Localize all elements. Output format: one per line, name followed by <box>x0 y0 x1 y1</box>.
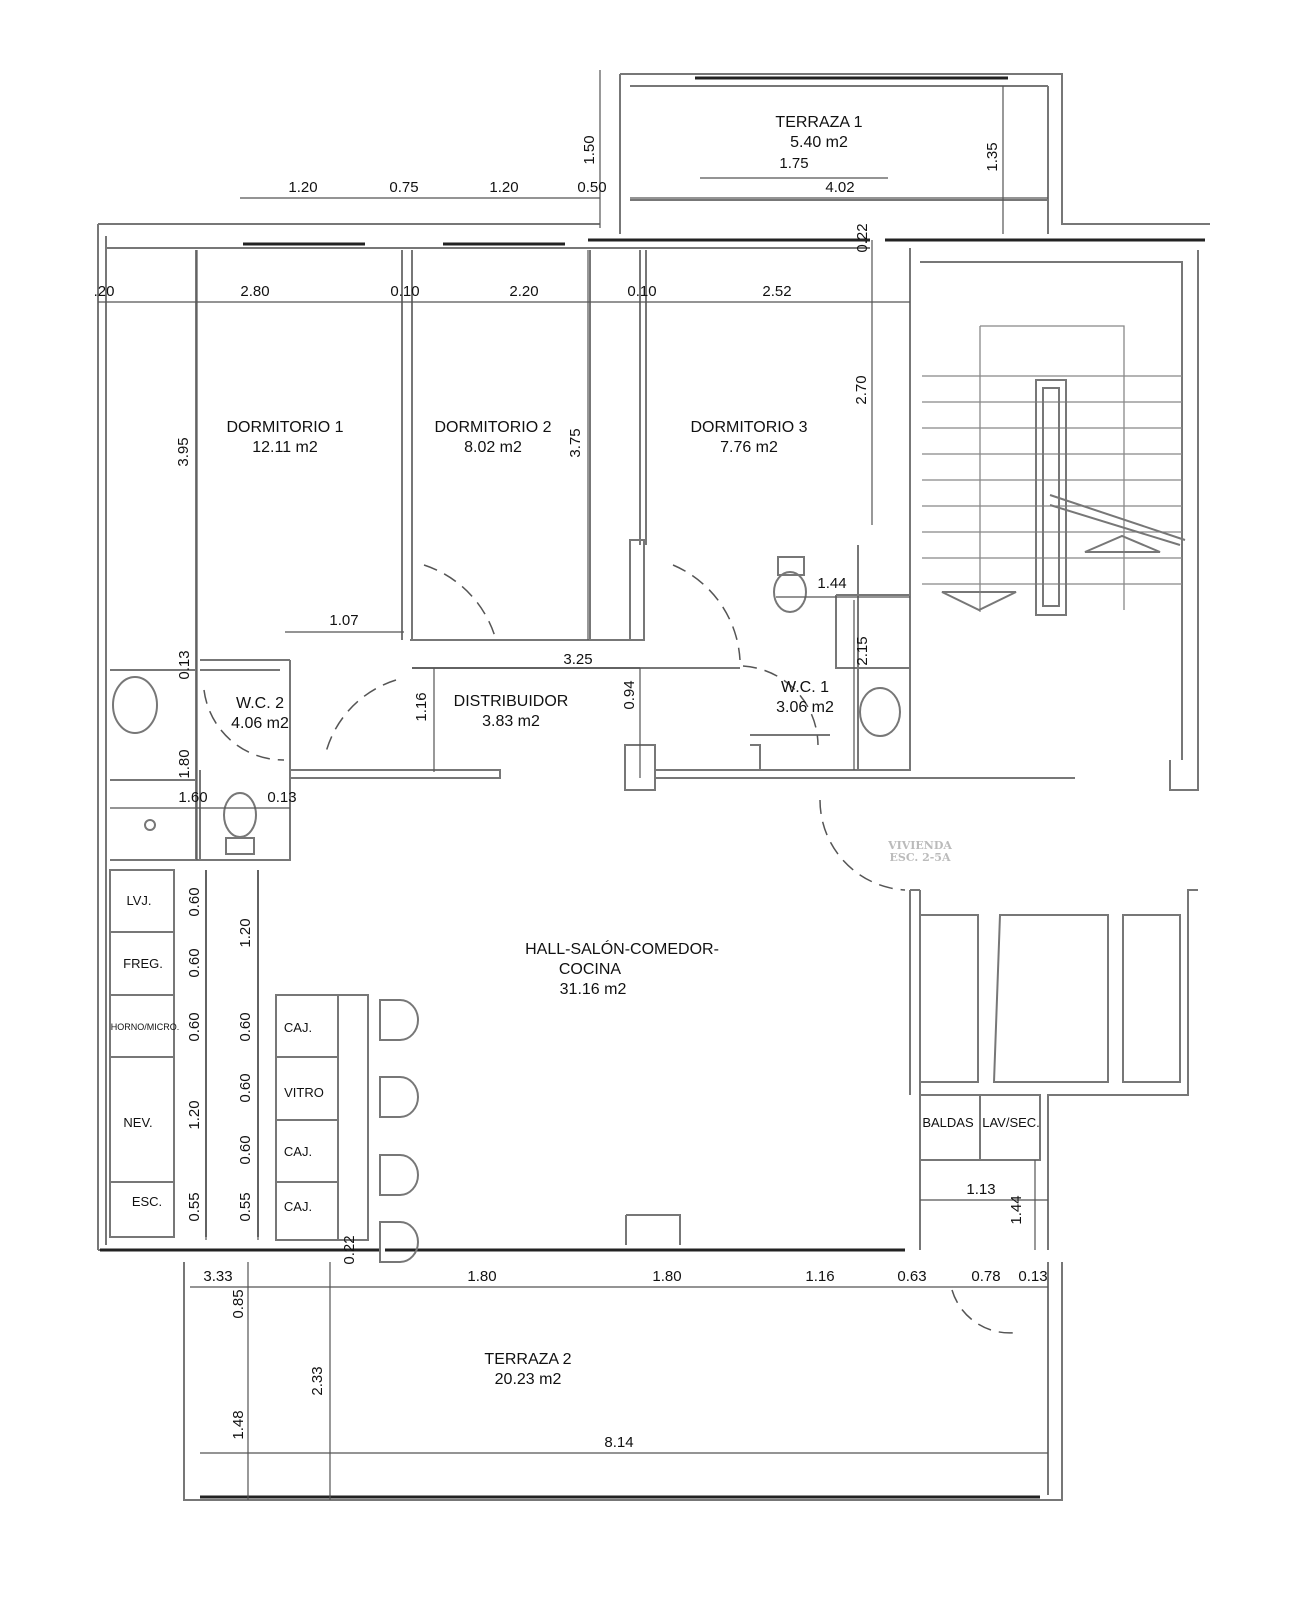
dimension-label: 2.33 <box>309 1366 326 1395</box>
dimension-label: 2.80 <box>240 283 269 300</box>
fixture-label: ESC. <box>132 1194 162 1209</box>
fixture-label: CAJ. <box>284 1199 312 1214</box>
sanitary-fixtures <box>112 539 901 855</box>
bar-stools <box>379 999 419 1263</box>
dimension-label: 1.20 <box>237 918 254 947</box>
dimension-label: 3.25 <box>563 651 592 668</box>
fixture-label: LVJ. <box>126 893 151 908</box>
room-name: DORMITORIO 3 <box>690 419 807 436</box>
dimension-label: 1.80 <box>176 749 193 778</box>
dimension-label: 2.52 <box>762 283 791 300</box>
dimension-label: 0.55 <box>186 1192 203 1221</box>
dimension-label: 1.07 <box>329 612 358 629</box>
stamp-line-1: VIVIENDA <box>887 839 952 852</box>
dimension-label: 3.75 <box>567 428 584 457</box>
dimension-label: 0.60 <box>237 1135 254 1164</box>
dimension-label: 1.20 <box>489 179 518 196</box>
dimension-label: 1.50 <box>581 135 598 164</box>
dimension-label: 4.02 <box>825 179 854 196</box>
dimension-label: 1.80 <box>652 1268 681 1285</box>
room-area: 12.11 m2 <box>252 439 318 456</box>
dimension-lines <box>98 70 1048 1500</box>
dimension-label: 1.35 <box>984 142 1001 171</box>
dimension-label: 1.48 <box>230 1410 247 1439</box>
dimension-label: 1.80 <box>467 1268 496 1285</box>
dimension-label: 1.16 <box>805 1268 834 1285</box>
room-area: 8.02 m2 <box>464 439 522 456</box>
fixture-label: CAJ. <box>284 1144 312 1159</box>
dimension-label: 0.60 <box>186 948 203 977</box>
dimension-label: 0.63 <box>897 1268 926 1285</box>
dimension-label: 0.75 <box>389 179 418 196</box>
dimension-label: 1.16 <box>413 692 430 721</box>
dimension-label: 0.60 <box>186 1012 203 1041</box>
room-area: 5.40 m2 <box>790 134 848 151</box>
fixture-label: HORNO/MICRO. <box>111 1022 180 1032</box>
room-name: W.C. 1 <box>781 679 829 696</box>
dimension-label: 0.10 <box>390 283 419 300</box>
fixture-label: VITRO <box>284 1085 324 1100</box>
dimension-label: .20 <box>94 283 115 300</box>
doors <box>203 564 1021 1334</box>
dimension-label: 0.50 <box>577 179 606 196</box>
room-area: 3.06 m2 <box>776 699 834 716</box>
dimension-label: 1.20 <box>186 1100 203 1129</box>
dimension-label: 8.14 <box>604 1434 633 1451</box>
dimension-label: 0.22 <box>341 1235 358 1264</box>
dimension-label: 0.60 <box>186 887 203 916</box>
room-name: DORMITORIO 2 <box>434 419 551 436</box>
dimension-label: 0.85 <box>230 1289 247 1318</box>
room-name: TERRAZA 2 <box>484 1351 571 1368</box>
dimension-label: 1.20 <box>288 179 317 196</box>
room-area: 20.23 m2 <box>495 1371 562 1388</box>
room-area: 7.76 m2 <box>720 439 778 456</box>
dimension-label: 0.10 <box>627 283 656 300</box>
dimension-label: 1.75 <box>779 155 808 172</box>
dimension-label: 2.20 <box>509 283 538 300</box>
dimension-label: 1.44 <box>817 575 846 592</box>
dimension-label: 0.55 <box>237 1192 254 1221</box>
dimension-label: 1.13 <box>966 1181 995 1198</box>
dimension-label: 0.13 <box>267 789 296 806</box>
room-name: W.C. 2 <box>236 695 284 712</box>
room-area: 31.16 m2 <box>560 981 627 998</box>
dimension-label: 0.22 <box>854 223 871 252</box>
fixture-label: CAJ. <box>284 1020 312 1035</box>
labels: VIVIENDA ESC. 2-5A TERRAZA 1 5.40 m2 DORMI… <box>94 114 1048 1451</box>
dimension-label: 3.95 <box>175 437 192 466</box>
dimension-label: 2.15 <box>854 636 871 665</box>
dimension-label: 0.60 <box>237 1073 254 1102</box>
fixture-label: NEV. <box>123 1115 152 1130</box>
dimension-label: 0.13 <box>176 650 193 679</box>
dimension-label: 1.60 <box>178 789 207 806</box>
walls <box>97 73 1210 1501</box>
fixture-label: LAV/SEC. <box>982 1115 1040 1130</box>
room-name: COCINA <box>559 961 622 978</box>
dimension-label: 1.44 <box>1008 1195 1025 1224</box>
stamp-line-2: ESC. 2-5A <box>890 851 951 864</box>
dimension-label: 2.70 <box>853 375 870 404</box>
fixture-label: BALDAS <box>922 1115 974 1130</box>
room-name: DORMITORIO 1 <box>226 419 343 436</box>
room-name: TERRAZA 1 <box>775 114 862 131</box>
room-area: 3.83 m2 <box>482 713 540 730</box>
dimension-label: 0.13 <box>1018 1268 1047 1285</box>
dimension-label: 0.78 <box>971 1268 1000 1285</box>
dimension-label: 0.60 <box>237 1012 254 1041</box>
room-area: 4.06 m2 <box>231 715 289 732</box>
room-name: DISTRIBUIDOR <box>454 693 569 710</box>
dimension-label: 0.94 <box>621 680 638 709</box>
fixture-label: FREG. <box>123 956 163 971</box>
dimension-label: 3.33 <box>203 1268 232 1285</box>
room-name: HALL-SALÓN-COMEDOR- <box>525 939 719 958</box>
